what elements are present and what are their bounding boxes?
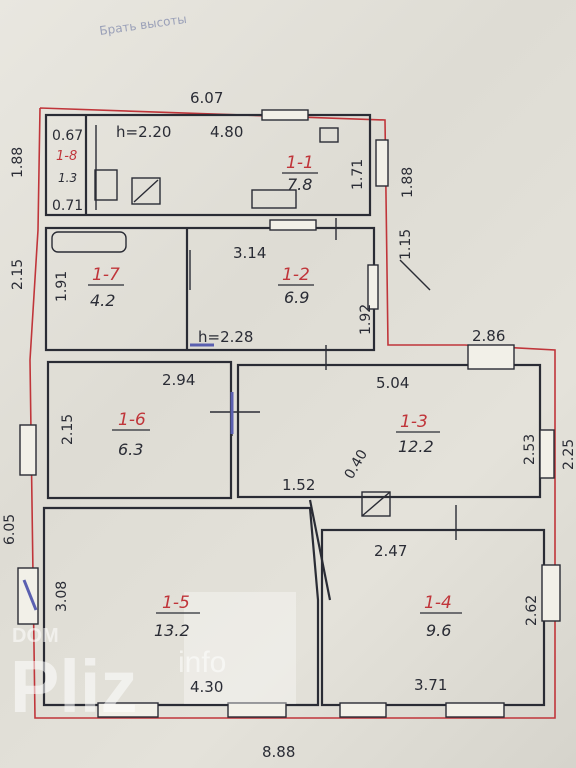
window-left-1-6 [19, 424, 37, 476]
room-label-1-7: 1-7 4.2 [88, 265, 124, 310]
room-label-1-4: 1-4 9.6 [420, 593, 462, 640]
dim-247: 2.47 [374, 542, 407, 560]
sink-icon [131, 177, 161, 205]
dim-430: 4.30 [190, 678, 223, 696]
dim-left-605: 6.05 [2, 514, 18, 545]
svg-text:1-2: 1-2 [282, 265, 310, 285]
dim-067: 0.67 [52, 128, 83, 144]
dim-window-286: 2.86 [472, 327, 505, 345]
window-right-1-3 [539, 429, 555, 479]
watermark-patch [184, 592, 296, 704]
svg-text:1.3: 1.3 [58, 171, 77, 185]
svg-text:6.3: 6.3 [118, 440, 143, 459]
dim-width-bottom: 8.88 [262, 743, 295, 761]
corridor-line [308, 499, 332, 601]
toilet-icon [94, 169, 118, 201]
room-label-1-1: 1-1 7.8 [282, 153, 318, 194]
dim-left-188: 1.88 [10, 147, 26, 178]
svg-text:4.2: 4.2 [90, 291, 115, 310]
window-bottom-2 [227, 702, 287, 718]
window-1-2-top [269, 219, 317, 231]
svg-text:13.2: 13.2 [154, 621, 190, 640]
svg-text:1-1: 1-1 [286, 153, 314, 173]
dim-314: 3.14 [233, 244, 266, 262]
window-right-1-1 [375, 139, 389, 187]
dim-115: 1.15 [398, 229, 414, 260]
svg-text:info: info [178, 646, 226, 679]
stove-icon [251, 189, 297, 209]
bathtub-icon [51, 231, 127, 253]
svg-text:Pliz: Pliz [10, 645, 137, 728]
room-1-5-wall [42, 506, 320, 707]
room-label-1-3: 1-3 12.2 [396, 412, 440, 456]
window-bottom-4 [445, 702, 505, 718]
room-1-1-wall [44, 113, 372, 217]
svg-text:DOM: DOM [12, 625, 59, 647]
dim-253: 2.53 [522, 434, 538, 465]
handwriting-note: Брать высоты [98, 12, 187, 38]
outer-contour [29, 107, 556, 719]
dim-262: 2.62 [524, 595, 540, 626]
window-1-2-right [367, 264, 379, 310]
dim-right-188: 1.88 [400, 167, 416, 198]
dim-192: 1.92 [358, 304, 374, 335]
dim-h228: h=2.28 [198, 328, 253, 346]
svg-text:12.2: 12.2 [398, 437, 434, 456]
dim-width-top: 6.07 [190, 89, 223, 107]
dim-152: 1.52 [282, 476, 315, 494]
window-top-right [467, 344, 515, 370]
dim-071: 0.71 [52, 198, 83, 214]
dim-480: 4.80 [210, 123, 243, 141]
dim-right-171: 1.71 [350, 159, 366, 190]
blue-marks [22, 343, 234, 611]
dim-191: 1.91 [54, 271, 70, 302]
svg-text:9.6: 9.6 [426, 621, 451, 640]
svg-text:6.9: 6.9 [284, 288, 309, 307]
dim-left-215: 2.15 [10, 259, 26, 290]
dim-294: 2.94 [162, 371, 195, 389]
svg-text:1-8: 1-8 [56, 149, 77, 164]
svg-text:1-6: 1-6 [118, 410, 146, 430]
stairs-icon [361, 491, 391, 517]
sink-kitchen-icon [319, 127, 339, 143]
svg-text:1-5: 1-5 [162, 593, 190, 613]
window-top [261, 109, 309, 121]
windows [17, 109, 561, 718]
dim-371: 3.71 [414, 676, 447, 694]
dim-308: 3.08 [54, 581, 70, 612]
svg-text:1-3: 1-3 [400, 412, 428, 432]
dim-right-edge: 2.25 [561, 439, 576, 470]
window-right-1-4 [541, 564, 561, 622]
window-left-1-5 [17, 567, 39, 625]
window-bottom-1 [97, 702, 159, 718]
room-label-1-8: 1-8 1.3 [56, 149, 77, 185]
svg-text:7.8: 7.8 [287, 175, 312, 194]
dim-504: 5.04 [376, 374, 409, 392]
fixtures [51, 127, 391, 517]
dim-215b: 2.15 [60, 414, 76, 445]
watermark: DOM Pliz info [10, 625, 226, 728]
svg-text:1-4: 1-4 [424, 593, 452, 613]
room-label-1-5: 1-5 13.2 [154, 593, 200, 640]
room-label-1-2: 1-2 6.9 [278, 265, 314, 307]
dim-h220: h=2.20 [116, 123, 171, 141]
svg-text:1-7: 1-7 [92, 265, 120, 285]
window-bottom-3 [339, 702, 387, 718]
dim-040: 0.40 [342, 447, 371, 482]
room-label-1-6: 1-6 6.3 [112, 410, 150, 459]
